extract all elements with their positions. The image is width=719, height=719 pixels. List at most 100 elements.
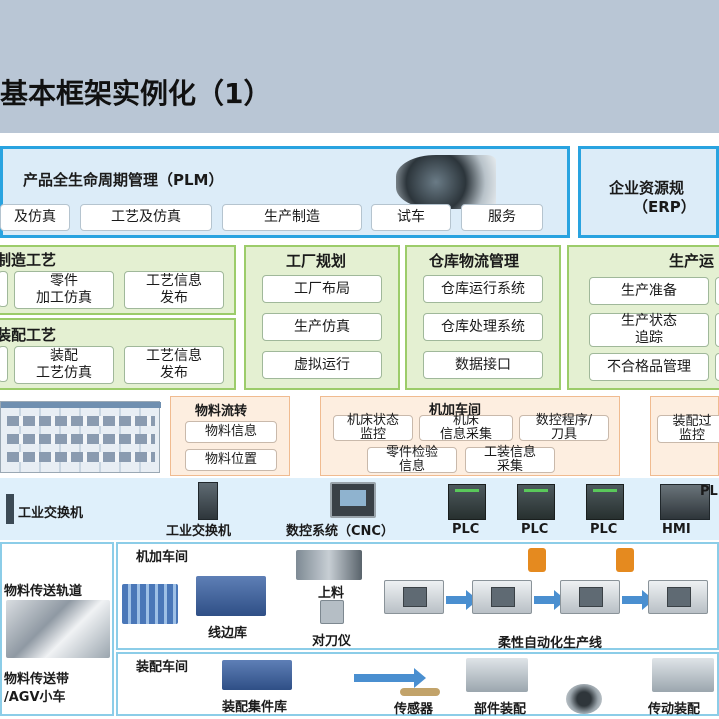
manufacturing-process-panel: 制造工艺 零件 加工仿真 工艺信息 发布 — [0, 245, 236, 315]
robot-arm — [616, 548, 634, 572]
conveyor-belt-caption: 物料传送带 — [4, 672, 70, 687]
thumbnail-titlebar — [1, 402, 161, 408]
button-line: 工装信息 — [483, 445, 536, 461]
material-location-button[interactable]: 物料位置 — [185, 449, 277, 471]
data-interface-button[interactable]: 数据接口 — [423, 351, 543, 379]
warehouse-operation-button[interactable]: 仓库运行系统 — [423, 275, 543, 303]
assembly-workshop-panel: 装配车间 装配集件库 传感器 部件装配 传动装配 — [116, 652, 719, 717]
rack-photo — [122, 584, 178, 624]
conveyor-photo — [6, 600, 110, 658]
line-storage-caption: 线边库 — [208, 626, 248, 641]
loading-photo — [296, 550, 362, 580]
plm-button-service[interactable]: 服务 — [461, 204, 543, 231]
button-line: 采集 — [496, 459, 523, 474]
button-line: 信息采集 — [439, 427, 492, 442]
production-sim-button[interactable]: 生产仿真 — [262, 313, 382, 341]
component-assembly-caption: 部件装配 — [474, 702, 527, 717]
thumbnail-row — [7, 452, 155, 462]
assembly-monitor-button[interactable]: 装配过 监控 — [657, 415, 719, 443]
machining-info-panel: 机加车间 机床状态 监控 机床 信息采集 数控程序/ 刀具 零件检验 信息 工装… — [320, 396, 620, 476]
virtual-run-button[interactable]: 虚拟运行 — [262, 351, 382, 379]
assembly-sim-button[interactable]: 装配 工艺仿真 — [14, 346, 114, 384]
cnc-machine — [384, 580, 444, 614]
assembly-process-panel: 装配工艺 装配 工艺仿真 工艺信息 发布 — [0, 318, 236, 390]
factory-planning-title: 工厂规划 — [286, 252, 347, 270]
button-line: 数控程序/ — [535, 413, 593, 429]
button-line: 发布 — [160, 290, 188, 306]
switch-icon — [198, 482, 218, 520]
robot-arm — [528, 548, 546, 572]
erp-title: 企业资源规 — [609, 179, 685, 197]
sensor-photo — [400, 688, 440, 696]
part-machining-sim-button[interactable]: 零件 加工仿真 — [14, 271, 114, 309]
plm-title: 产品全生命周期管理（PLM） — [23, 171, 224, 189]
engine-part-photo — [566, 684, 602, 714]
cnc-label: 数控系统（CNC） — [286, 524, 394, 539]
warehouse-title: 仓库物流管理 — [429, 252, 520, 270]
plm-button-process[interactable]: 工艺及仿真 — [80, 204, 212, 231]
production-title: 生产运 — [669, 252, 715, 270]
hmi-icon — [660, 484, 710, 520]
asm-info-release-button[interactable]: 工艺信息 发布 — [124, 346, 224, 384]
button-line: 工艺信息 — [146, 348, 202, 365]
plc-label-partial: PL — [700, 484, 718, 499]
plm-button-test[interactable]: 试车 — [371, 204, 451, 231]
button-line: 装配 — [50, 348, 78, 365]
plm-button-simulation[interactable]: 及仿真 — [0, 204, 70, 231]
plm-button-production[interactable]: 生产制造 — [222, 204, 362, 231]
page-title: 基本框架实例化（1） — [0, 77, 272, 110]
button-line: 加工仿真 — [36, 290, 92, 306]
nc-program-button[interactable]: 数控程序/ 刀具 — [519, 413, 609, 441]
factory-layout-button[interactable]: 工厂布局 — [262, 275, 382, 303]
warehouse-processing-button[interactable]: 仓库处理系统 — [423, 313, 543, 341]
tool-presetter-photo — [320, 600, 344, 624]
network-band: 工业交换机 工业交换机 数控系统（CNC） PLC PLC PLC HMI PL — [0, 478, 719, 540]
button-line: 机床 — [452, 413, 479, 429]
machine-status-button[interactable]: 机床状态 监控 — [333, 414, 413, 441]
assembly-monitor-panel: 装配过 监控 — [650, 396, 719, 476]
button-line: 发布 — [160, 365, 188, 381]
component-assembly-photo — [466, 658, 528, 692]
machine-info-collect-button[interactable]: 机床 信息采集 — [419, 413, 513, 442]
material-flow-title: 物料流转 — [195, 404, 248, 419]
warehouse-panel: 仓库物流管理 仓库运行系统 仓库处理系统 数据接口 — [405, 245, 561, 390]
manufacturing-process-title: 制造工艺 — [0, 251, 57, 269]
logistics-panel: 物料传送轨道 物料传送带 /AGV小车 — [0, 542, 114, 716]
line-storage-photo — [196, 576, 266, 616]
plc-label-1: PLC — [452, 522, 480, 537]
button-line: 零件检验 — [385, 445, 438, 461]
transmission-assembly-photo — [652, 658, 714, 692]
cnc-machine — [472, 580, 532, 614]
part-inspection-button[interactable]: 零件检验 信息 — [367, 445, 457, 474]
button-line: 监控 — [678, 428, 705, 443]
loading-caption: 上料 — [318, 586, 345, 601]
production-prep-button[interactable]: 生产准备 — [589, 277, 709, 305]
production-button-partial[interactable] — [715, 277, 719, 305]
thumbnail-row — [7, 416, 155, 426]
mes-screenshot-thumbnail — [0, 401, 161, 473]
assembly-workshop-title: 装配车间 — [136, 660, 189, 675]
factory-planning-panel: 工厂规划 工厂布局 生产仿真 虚拟运行 — [244, 245, 400, 390]
button-line: 生产状态 — [621, 313, 677, 330]
fixture-info-button[interactable]: 工装信息 采集 — [465, 445, 555, 474]
tool-presetter-caption: 对刀仪 — [312, 634, 352, 649]
machining-info-title: 机加车间 — [429, 403, 482, 418]
conveyor-rail-caption: 物料传送轨道 — [4, 584, 83, 599]
nonconforming-button[interactable]: 不合格品管理 — [589, 353, 709, 381]
transmission-assembly-caption: 传动装配 — [648, 702, 701, 717]
button-line: 信息 — [398, 459, 425, 474]
assembly-kit-store-caption: 装配集件库 — [222, 700, 288, 715]
mfg-button-partial[interactable] — [0, 271, 8, 307]
hmi-label: HMI — [662, 522, 691, 537]
button-line: 追踪 — [635, 330, 663, 346]
asm-button-partial[interactable] — [0, 346, 8, 382]
plc-icon — [517, 484, 555, 520]
mfg-info-release-button[interactable]: 工艺信息 发布 — [124, 271, 224, 309]
production-tracking-button[interactable]: 生产状态 追踪 — [589, 313, 709, 347]
switch-label-2: 工业交换机 — [166, 524, 232, 539]
material-info-button[interactable]: 物料信息 — [185, 421, 277, 443]
production-button-partial[interactable] — [715, 353, 719, 381]
production-button-partial[interactable] — [715, 313, 719, 347]
plc-label-2: PLC — [521, 522, 549, 537]
thumbnail-row — [7, 434, 155, 444]
